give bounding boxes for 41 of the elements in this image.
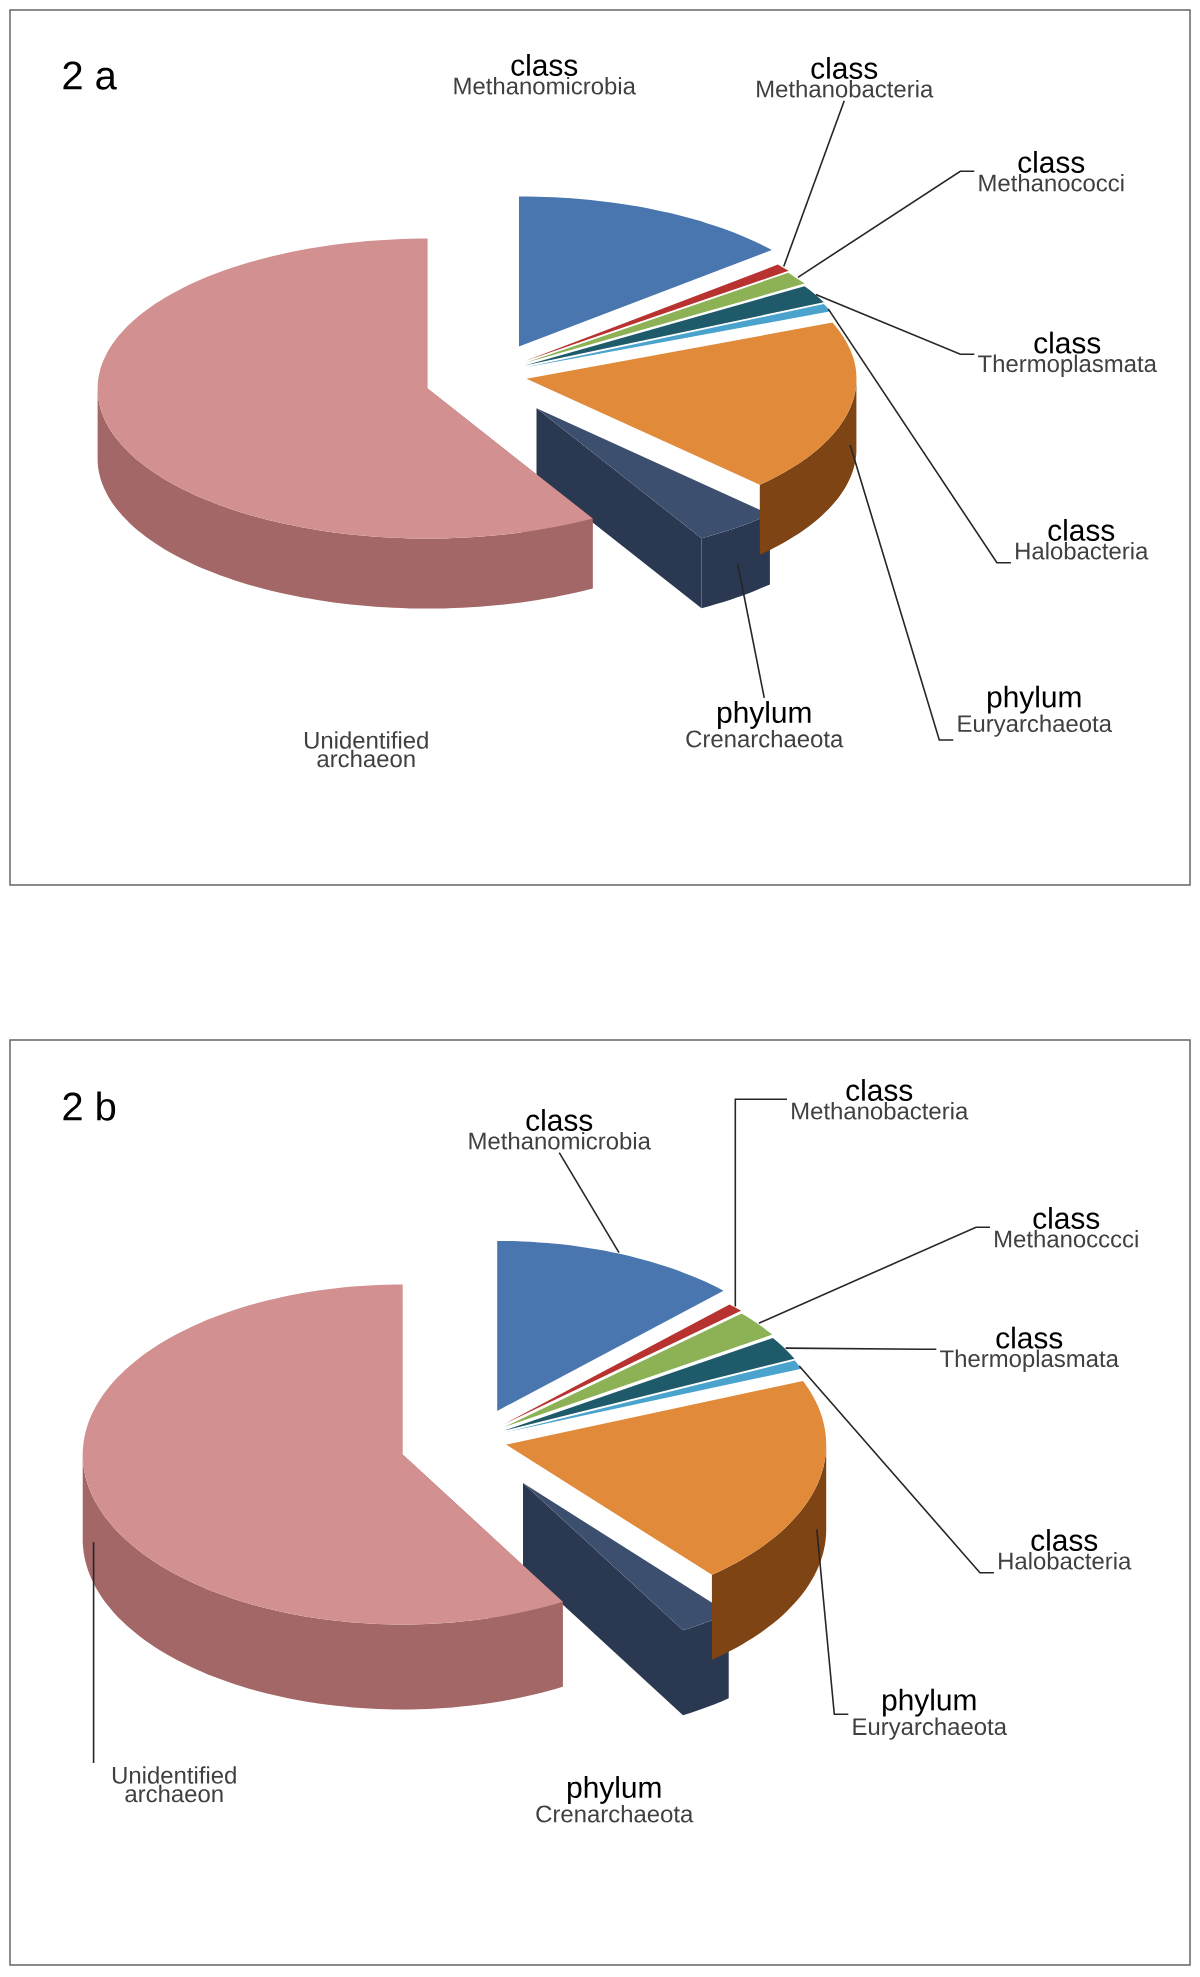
- pie-slice: [97, 238, 593, 609]
- pie-slice: [82, 1284, 563, 1710]
- pie-slice: [526, 322, 857, 555]
- taxon-label: phylum Crenarchaeota: [686, 701, 844, 748]
- panel-number: 2 a: [63, 61, 117, 90]
- pie-slice: [503, 1304, 741, 1425]
- leader-line: [816, 1528, 850, 1716]
- taxon-label: Unidentified archaeon: [304, 731, 428, 768]
- pie-slice: [536, 408, 770, 609]
- taxon-label: phylum Crenarchaeota: [536, 1776, 694, 1823]
- taxon-label: class Methanobacteria: [792, 1079, 969, 1120]
- leader-line: [782, 99, 846, 268]
- taxon-label: Unidentified archaeon: [112, 1766, 236, 1803]
- pie-slice: [506, 1380, 827, 1660]
- taxon-label: class Methanomicrobia: [454, 54, 636, 95]
- leader-line: [734, 1098, 788, 1308]
- pie-slice: [503, 1313, 773, 1428]
- pie-slice: [497, 1240, 724, 1411]
- leader-line: [736, 562, 766, 699]
- taxon-label: phylum Euryarchaeota: [958, 685, 1112, 737]
- taxon-label: class Thermoplasmata: [940, 1326, 1119, 1372]
- pie-slice: [504, 1337, 795, 1431]
- pie-slice: [523, 1483, 729, 1716]
- taxon-label: class Methanomicrobia: [469, 1109, 651, 1150]
- leader-line: [784, 1347, 938, 1351]
- taxon-label: phylum Euryarchaeota: [853, 1688, 1007, 1740]
- taxon-label: class Methanocccci: [995, 1207, 1138, 1248]
- leader-line: [815, 293, 976, 356]
- leader-line: [797, 170, 976, 279]
- leader-line: [758, 1226, 991, 1324]
- panel-number: 2 b: [63, 1091, 116, 1121]
- taxon-label: class Thermoplasmata: [978, 331, 1157, 377]
- leader-line: [798, 1365, 995, 1574]
- taxon-label: class Halobacteria: [999, 1529, 1132, 1570]
- pie-slice: [519, 196, 772, 347]
- pie-slice: [524, 272, 805, 364]
- leader-line: [827, 308, 1012, 564]
- taxon-label: class Methanococci: [979, 151, 1124, 192]
- taxon-label: class Halobacteria: [1016, 519, 1149, 560]
- taxon-label: class Methanobacteria: [757, 57, 934, 98]
- leader-line: [558, 1151, 620, 1254]
